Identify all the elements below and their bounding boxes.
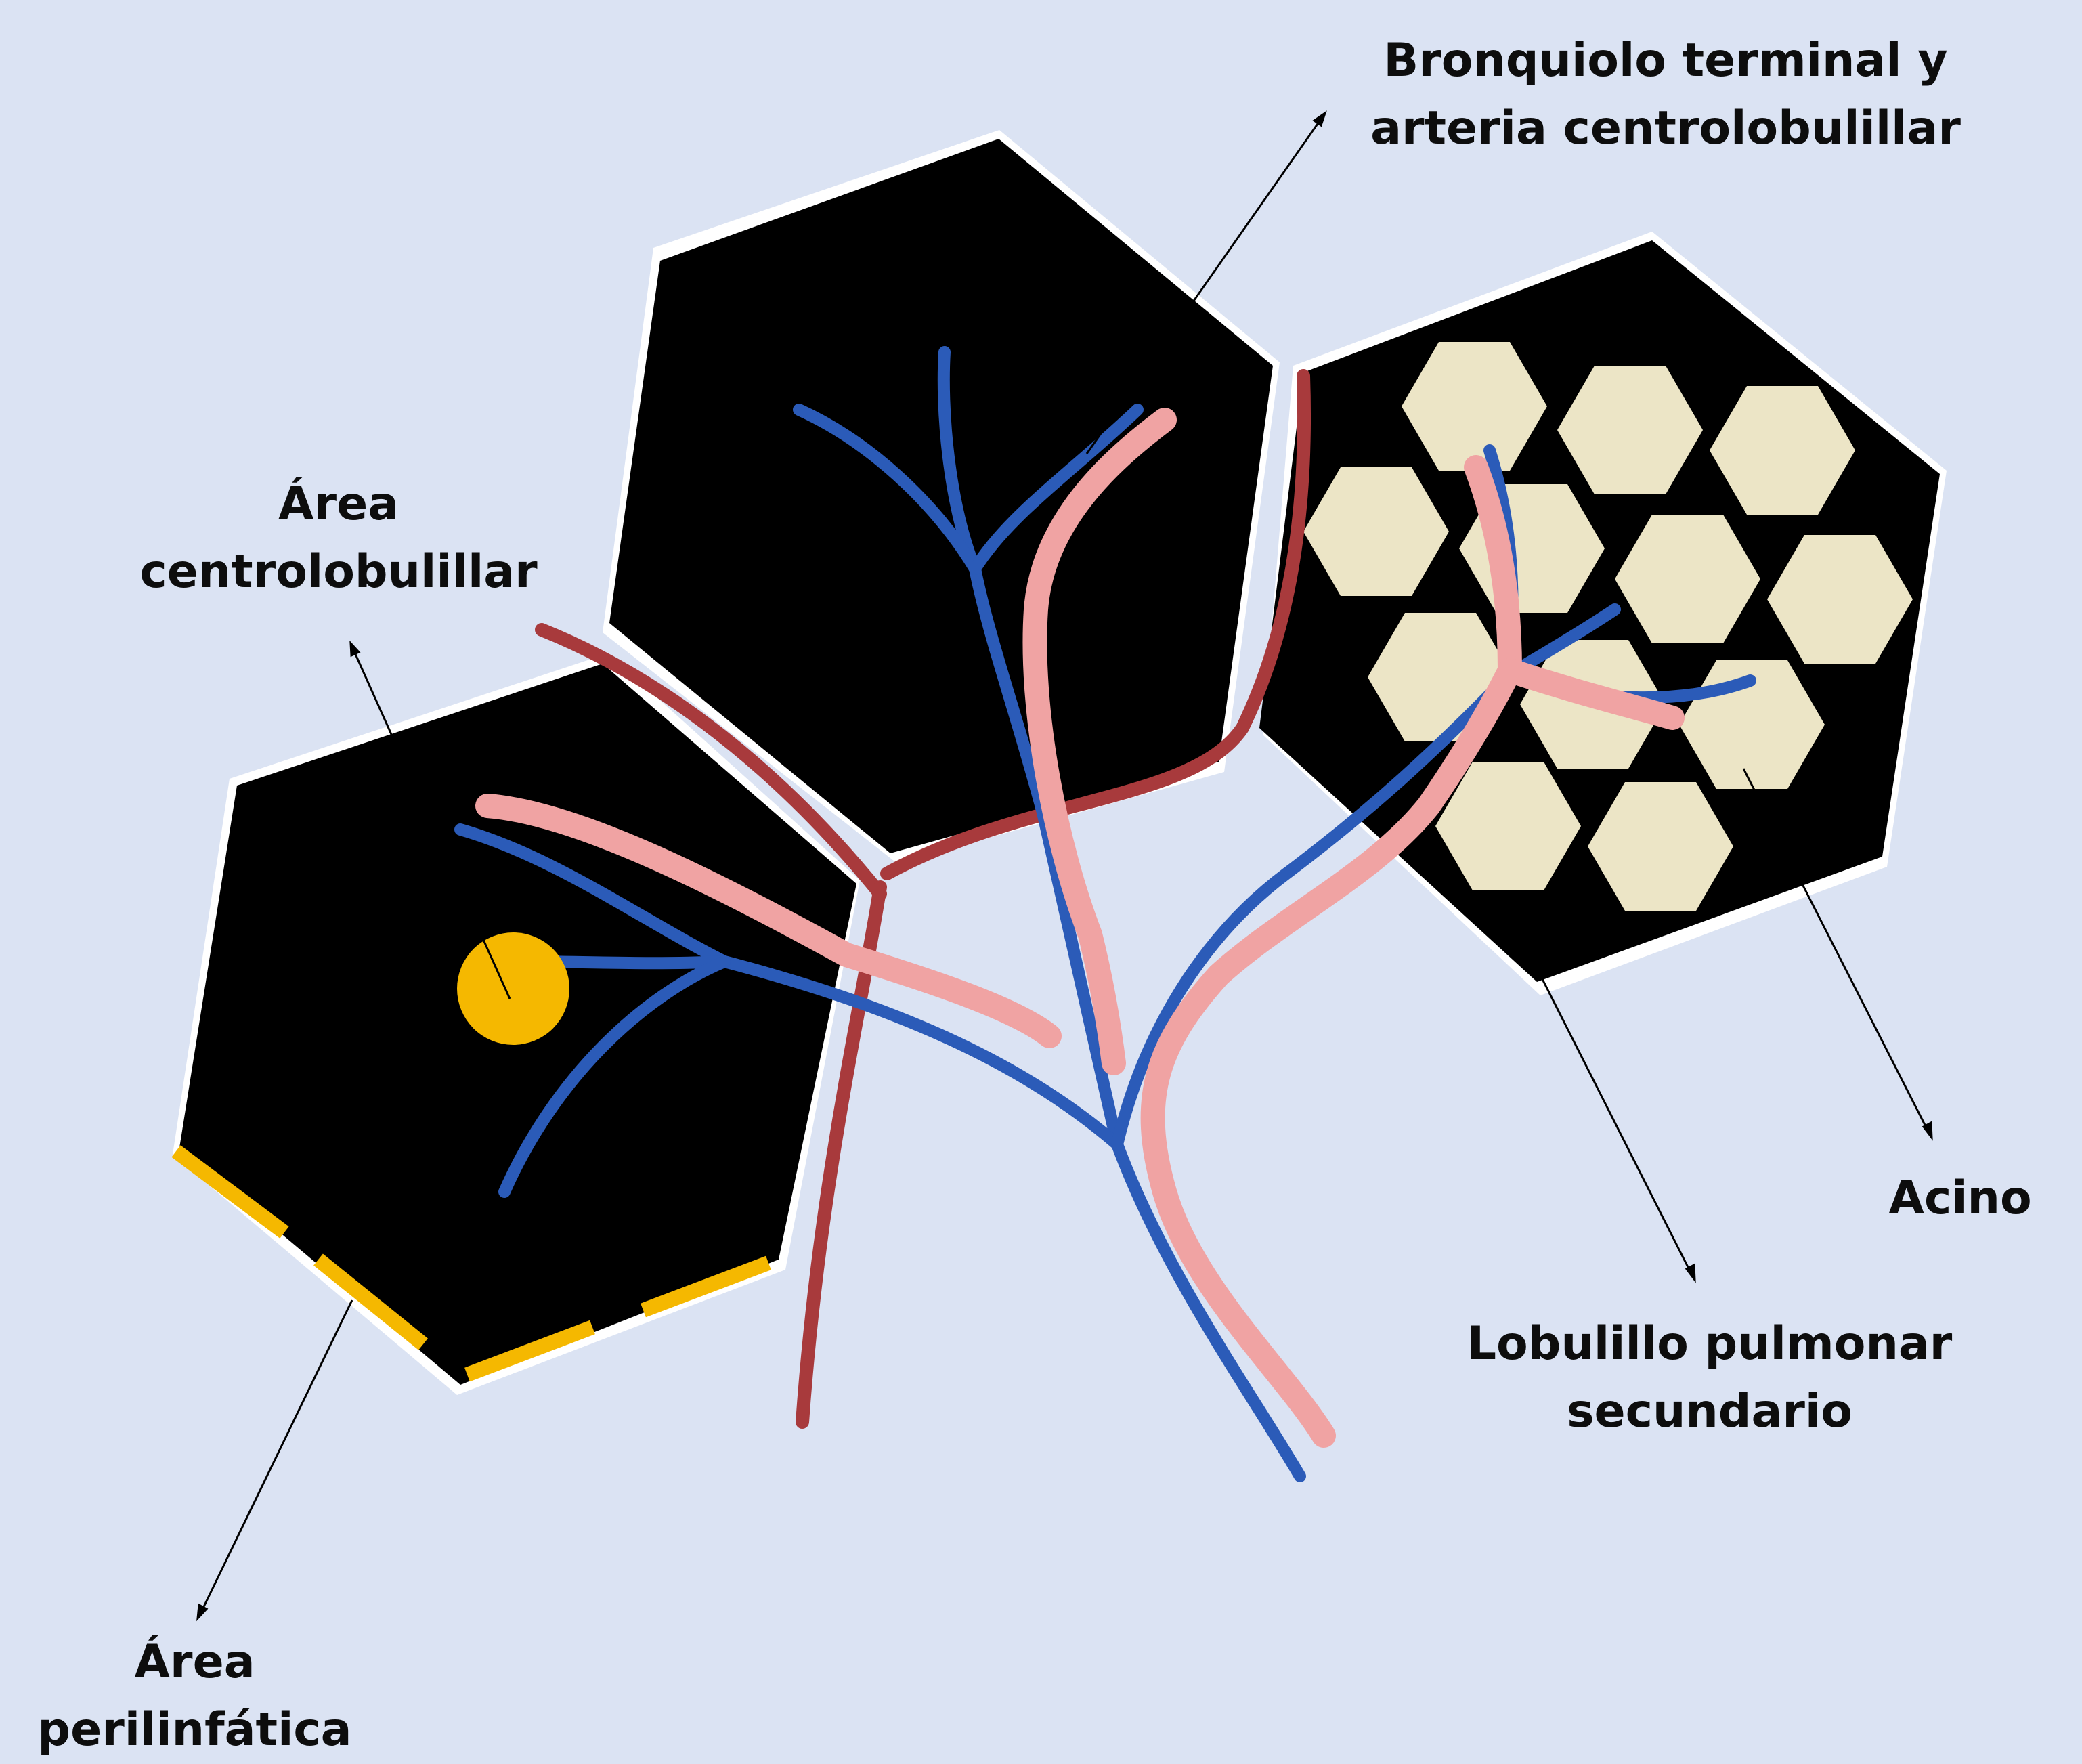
pointer-lobulillo — [1540, 975, 1693, 1276]
arrowhead — [198, 1605, 207, 1618]
label-line: Área — [0, 1629, 389, 1696]
label-line: perilinfática — [0, 1696, 389, 1764]
centrilobular-area-marker — [457, 932, 569, 1045]
label-line: centrolobulillar — [102, 538, 576, 606]
pointer-area-peri — [200, 1300, 352, 1615]
label-bronquiolo-terminal: Bronquiolo terminal y arteria centrolobu… — [1361, 27, 1970, 163]
label-area-perilinfatica: Área perilinfática — [0, 1629, 389, 1764]
label-line: Acino — [1842, 1165, 2079, 1232]
label-line: Lobulillo pulmonar — [1408, 1310, 2011, 1378]
label-line: Bronquiolo terminal y — [1361, 27, 1970, 95]
label-acino: Acino — [1842, 1165, 2079, 1232]
arrowhead — [1314, 113, 1325, 125]
arrowhead — [351, 643, 359, 655]
label-line: secundario — [1408, 1378, 2011, 1446]
label-lobulillo-pulmonar: Lobulillo pulmonar secundario — [1408, 1310, 2011, 1446]
label-area-centrolobulillar: Área centrolobulillar — [102, 471, 576, 606]
label-line: Área — [102, 471, 576, 538]
label-line: arteria centrolobulillar — [1361, 95, 1970, 163]
